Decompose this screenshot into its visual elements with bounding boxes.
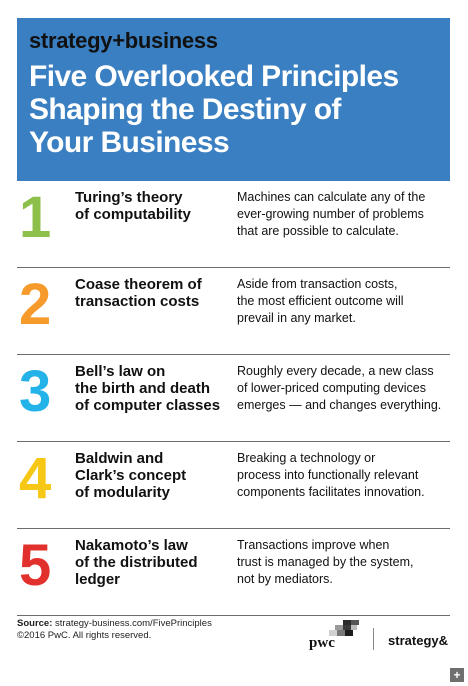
title-line: Shaping the Destiny of (29, 93, 341, 126)
principle-desc-line: of lower-priced computing devices (237, 381, 426, 395)
principle-name: Nakamoto’s law of the distributed ledger (75, 537, 225, 588)
principle-name-line: Clark’s concept (75, 467, 187, 484)
principle-name-line: transaction costs (75, 293, 200, 310)
pwc-logo-text: pwc (309, 635, 335, 651)
principle-name-line: Turing’s theory (75, 189, 183, 206)
footer: Source: strategy-business.com/FivePrinci… (17, 618, 450, 658)
expand-icon[interactable]: + (450, 668, 464, 682)
brand-title: strategy+business (29, 28, 218, 53)
principle-name-line: the birth and death (75, 380, 210, 397)
title-line: Five Overlooked Principles (29, 60, 399, 93)
principle-name-line: Nakamoto’s law (75, 537, 188, 554)
principle-desc-line: emerges — and changes everything. (237, 398, 442, 412)
principle-desc-line: Breaking a technology or (237, 451, 376, 465)
principle-desc-line: Transactions improve when (237, 538, 390, 552)
principle-name-line: of computer classes (75, 397, 221, 414)
principle-description: Machines can calculate any of the ever-g… (237, 189, 449, 240)
principle-desc-line: the most efficient outcome will (237, 294, 404, 308)
principle-number: 3 (19, 359, 51, 424)
principle-desc-line: components facilitates innovation. (237, 485, 425, 499)
strategy-and-logo: strategy& (388, 633, 448, 648)
principle-row: 1 Turing’s theory of computability Machi… (17, 181, 450, 268)
principle-name-line: of the distributed (75, 554, 198, 571)
copyright: ©2016 PwC. All rights reserved. (17, 630, 152, 641)
principle-desc-line: ever-growing number of problems (237, 207, 424, 221)
principle-name-line: ledger (75, 571, 121, 588)
source-label: Source: (17, 618, 53, 629)
principle-row: 4 Baldwin and Clark’s concept of modular… (17, 442, 450, 529)
logo-divider (373, 628, 375, 650)
principle-name-line: Baldwin and (75, 450, 164, 467)
principle-name-line: of computability (75, 206, 191, 223)
pwc-logo: pwc (309, 620, 360, 654)
source-url: strategy-business.com/FivePrinciples (52, 618, 212, 629)
principle-number: 5 (19, 533, 51, 598)
principle-desc-line: Roughly every decade, a new class (237, 364, 434, 378)
principle-name-line: Bell’s law on (75, 363, 166, 380)
principle-row: 3 Bell’s law on the birth and death of c… (17, 355, 450, 442)
principle-name: Baldwin and Clark’s concept of modularit… (75, 450, 225, 501)
source-note: Source: strategy-business.com/FivePrinci… (17, 618, 450, 630)
principle-number: 4 (19, 446, 51, 511)
title-line: Your Business (29, 126, 230, 159)
principle-desc-line: not by mediators. (237, 572, 333, 586)
principle-desc-line: that are possible to calculate. (237, 224, 399, 238)
principle-name: Bell’s law on the birth and death of com… (75, 363, 225, 414)
logos: pwc strategy& (309, 620, 448, 654)
principle-name: Coase theorem of transaction costs (75, 276, 225, 310)
principle-name-line: of modularity (75, 484, 171, 501)
principle-desc-line: prevail in any market. (237, 311, 356, 325)
principle-number: 1 (19, 185, 51, 250)
principle-desc-line: Machines can calculate any of the (237, 190, 426, 204)
principle-row: 5 Nakamoto’s law of the distributed ledg… (17, 529, 450, 616)
principle-description: Aside from transaction costs, the most e… (237, 276, 449, 327)
principle-name: Turing’s theory of computability (75, 189, 225, 223)
header-banner: strategy+business Five Overlooked Princi… (17, 18, 450, 181)
principles-list: 1 Turing’s theory of computability Machi… (17, 181, 450, 616)
principle-name-line: Coase theorem of (75, 276, 202, 293)
page-title: Five Overlooked Principles Shaping the D… (29, 60, 438, 159)
principle-description: Transactions improve when trust is manag… (237, 537, 449, 588)
principle-desc-line: process into functionally relevant (237, 468, 419, 482)
principle-description: Breaking a technology or process into fu… (237, 450, 449, 501)
pwc-squares-icon (329, 620, 360, 636)
principle-desc-line: trust is managed by the system, (237, 555, 414, 569)
principle-row: 2 Coase theorem of transaction costs Asi… (17, 268, 450, 355)
principle-desc-line: Aside from transaction costs, (237, 277, 398, 291)
principle-number: 2 (19, 272, 51, 337)
principle-description: Roughly every decade, a new class of low… (237, 363, 449, 414)
